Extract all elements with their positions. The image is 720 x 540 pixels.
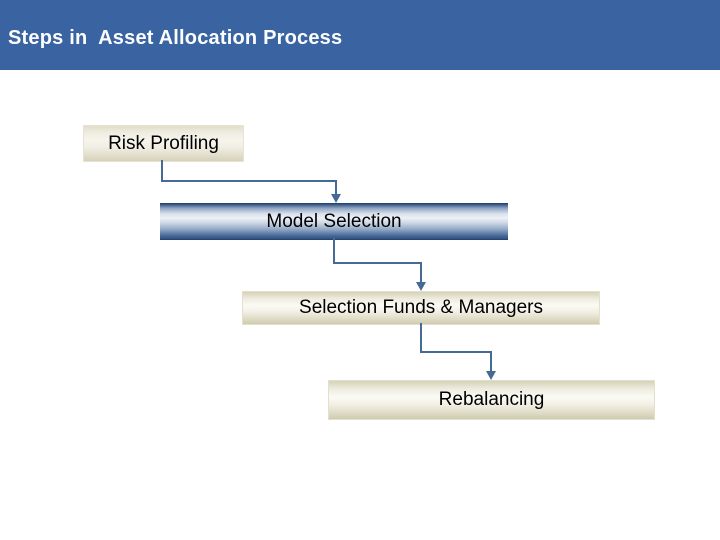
flow-step-label: Selection Funds & Managers xyxy=(299,297,543,318)
arrow-down-icon xyxy=(331,194,341,203)
connector-line xyxy=(333,238,422,284)
slide-title: Steps in Asset Allocation Process xyxy=(8,26,343,49)
slide-header: Steps in Asset Allocation Process xyxy=(0,0,720,70)
flow-step-label: Model Selection xyxy=(266,210,402,232)
connector-line xyxy=(420,323,492,373)
arrow-down-icon xyxy=(416,282,426,291)
flow-step-model-selection: Model Selection xyxy=(160,203,508,240)
flow-step-label: Rebalancing xyxy=(438,389,545,410)
arrow-down-icon xyxy=(486,371,496,380)
connector-line xyxy=(161,160,337,196)
flow-step-rebalancing: Rebalancing xyxy=(328,380,655,420)
flow-step-risk-profiling: Risk Profiling xyxy=(83,125,244,162)
flow-step-label: Risk Profiling xyxy=(108,132,219,154)
flow-step-selection-funds-managers: Selection Funds & Managers xyxy=(242,291,600,325)
